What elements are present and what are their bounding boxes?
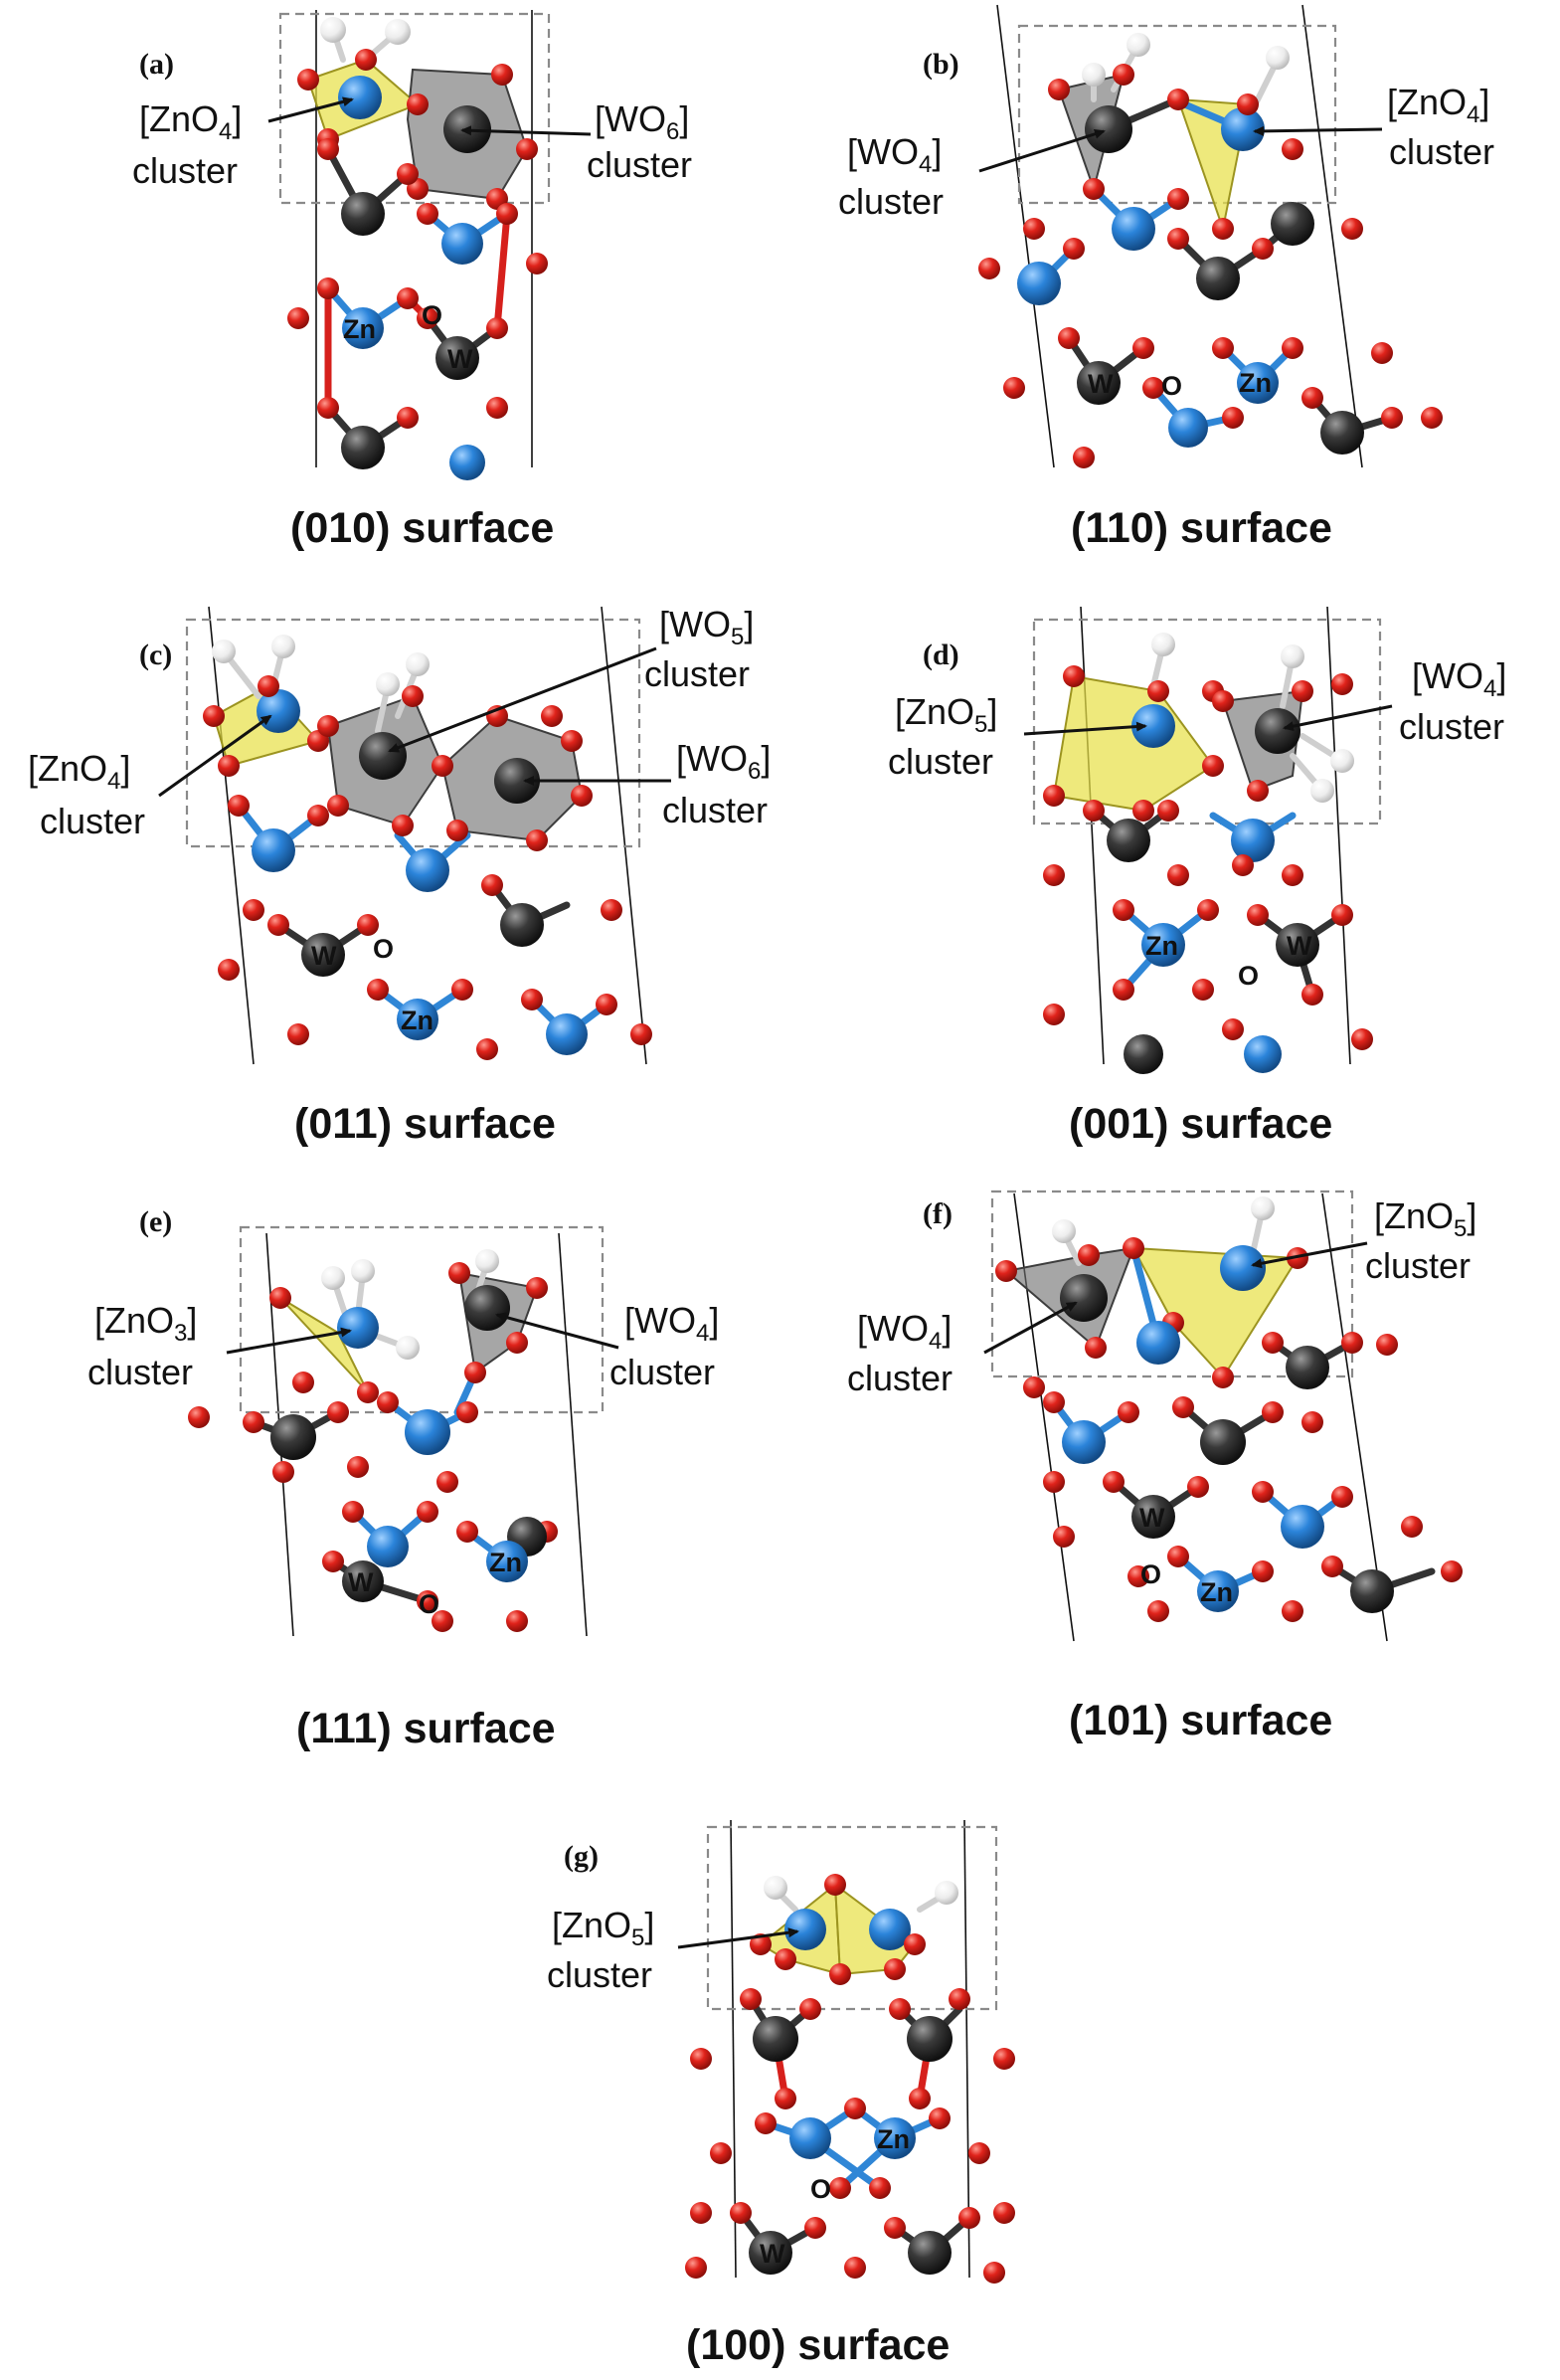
zn-label: Zn (1239, 368, 1272, 398)
svg-text:cluster: cluster (587, 144, 692, 185)
callout-wo4: [WO4] cluster (847, 1301, 1078, 1398)
surface-cluster-box (706, 1825, 998, 2011)
panel-e: (e) (87, 1205, 719, 1752)
o-label: O (810, 2174, 831, 2204)
w-label: W (1287, 931, 1312, 961)
panel-letter: (c) (139, 639, 172, 671)
svg-text:[ZnO5]: [ZnO5] (1374, 1195, 1476, 1242)
panel-c: (c) (28, 604, 771, 1148)
zn-label: Zn (877, 2124, 910, 2154)
panel-b: (b) (838, 4, 1494, 552)
callout-zno3: [ZnO3] cluster (87, 1300, 352, 1392)
svg-text:cluster: cluster (838, 181, 944, 222)
o-label: O (373, 934, 394, 964)
svg-text:cluster: cluster (662, 790, 768, 830)
callout-zno4: [ZnO4] cluster (1253, 82, 1494, 172)
o-label: O (1238, 961, 1259, 991)
svg-text:[WO4]: [WO4] (1412, 655, 1506, 702)
w-label: W (447, 344, 473, 374)
callout-wo4: [WO4] cluster (495, 1300, 719, 1392)
svg-text:[ZnO4]: [ZnO4] (139, 98, 242, 145)
w-label: W (311, 941, 337, 971)
svg-text:cluster: cluster (547, 1954, 652, 1995)
panel-f: (f) (847, 1190, 1476, 1744)
panel-letter: (a) (139, 48, 174, 81)
panel-letter: (g) (564, 1840, 599, 1873)
panel-caption: (100) surface (686, 2321, 950, 2369)
callout-zno5: [ZnO5] cluster (888, 691, 1147, 782)
zn-label: Zn (489, 1548, 522, 1577)
panel-a: (a) (132, 10, 692, 552)
surface-cluster-box (990, 1190, 1354, 1378)
zn-label: Zn (1200, 1577, 1233, 1607)
svg-text:[ZnO5]: [ZnO5] (552, 1905, 654, 1951)
callout-wo4: [WO4] cluster (1283, 655, 1506, 747)
callout-zno5: [ZnO5] cluster (547, 1905, 799, 1995)
o-label: O (1161, 371, 1182, 401)
panel-letter: (f) (923, 1197, 953, 1230)
zn-label: Zn (401, 1006, 433, 1035)
svg-text:cluster: cluster (609, 1352, 715, 1392)
panel-caption: (110) surface (1071, 504, 1332, 552)
callout-zno4: [ZnO4] cluster (132, 96, 354, 191)
panel-letter: (b) (923, 48, 959, 81)
svg-text:cluster: cluster (847, 1358, 953, 1398)
svg-text:cluster: cluster (40, 801, 145, 841)
surface-cluster-box (239, 1225, 605, 1414)
surface-cluster-box (278, 12, 551, 205)
callout-zno5: [ZnO5] cluster (1251, 1195, 1476, 1286)
panel-g: (g) (547, 1819, 1015, 2369)
svg-text:cluster: cluster (132, 150, 238, 191)
callout-wo5: [WO5] cluster (388, 604, 754, 753)
svg-text:[ZnO3]: [ZnO3] (94, 1300, 197, 1347)
svg-text:cluster: cluster (888, 741, 993, 782)
zno5-polyhedron (1052, 674, 1215, 813)
svg-text:[WO5]: [WO5] (659, 604, 754, 650)
surface-cluster-box (1032, 618, 1382, 825)
panel-caption: (101) surface (1069, 1697, 1332, 1744)
panel-d: (d) (888, 606, 1506, 1148)
svg-text:cluster: cluster (87, 1352, 193, 1392)
panel-caption: (001) surface (1069, 1100, 1332, 1148)
zn-label: Zn (1145, 931, 1178, 961)
panel-letter: (d) (923, 639, 959, 671)
zno3-polyhedron (279, 1297, 369, 1393)
svg-text:[ZnO4]: [ZnO4] (1387, 82, 1489, 128)
surface-cluster-box (1017, 24, 1337, 205)
svg-text:[WO4]: [WO4] (624, 1300, 719, 1347)
o-label: O (419, 1589, 439, 1619)
svg-text:[WO6]: [WO6] (676, 738, 771, 785)
w-label: W (1139, 1503, 1165, 1533)
svg-text:[ZnO5]: [ZnO5] (895, 691, 997, 738)
panel-letter: (e) (139, 1205, 172, 1238)
svg-text:cluster: cluster (1365, 1245, 1471, 1286)
panel-caption: (010) surface (290, 504, 554, 552)
svg-text:cluster: cluster (644, 653, 750, 694)
w-label: W (1088, 369, 1114, 399)
o-label: O (422, 300, 442, 330)
w-label: W (760, 2239, 785, 2269)
w-label: W (348, 1567, 374, 1597)
svg-text:[WO6]: [WO6] (595, 98, 689, 145)
callout-wo6: [WO6] cluster (460, 98, 692, 185)
callout-wo4: [WO4] cluster (838, 128, 1106, 222)
svg-text:[ZnO4]: [ZnO4] (28, 748, 130, 795)
svg-text:cluster: cluster (1399, 706, 1504, 747)
callout-wo6: [WO6] cluster (523, 738, 771, 830)
svg-text:cluster: cluster (1389, 131, 1494, 172)
zn-label: Zn (343, 314, 376, 344)
o-label: O (1140, 1559, 1161, 1589)
svg-text:[WO4]: [WO4] (847, 131, 942, 178)
svg-text:[WO4]: [WO4] (857, 1308, 952, 1355)
panel-caption: (011) surface (294, 1100, 556, 1148)
panel-caption: (111) surface (296, 1705, 556, 1752)
surface-cluster-box (185, 618, 641, 848)
callout-zno4: [ZnO4] cluster (28, 714, 272, 841)
